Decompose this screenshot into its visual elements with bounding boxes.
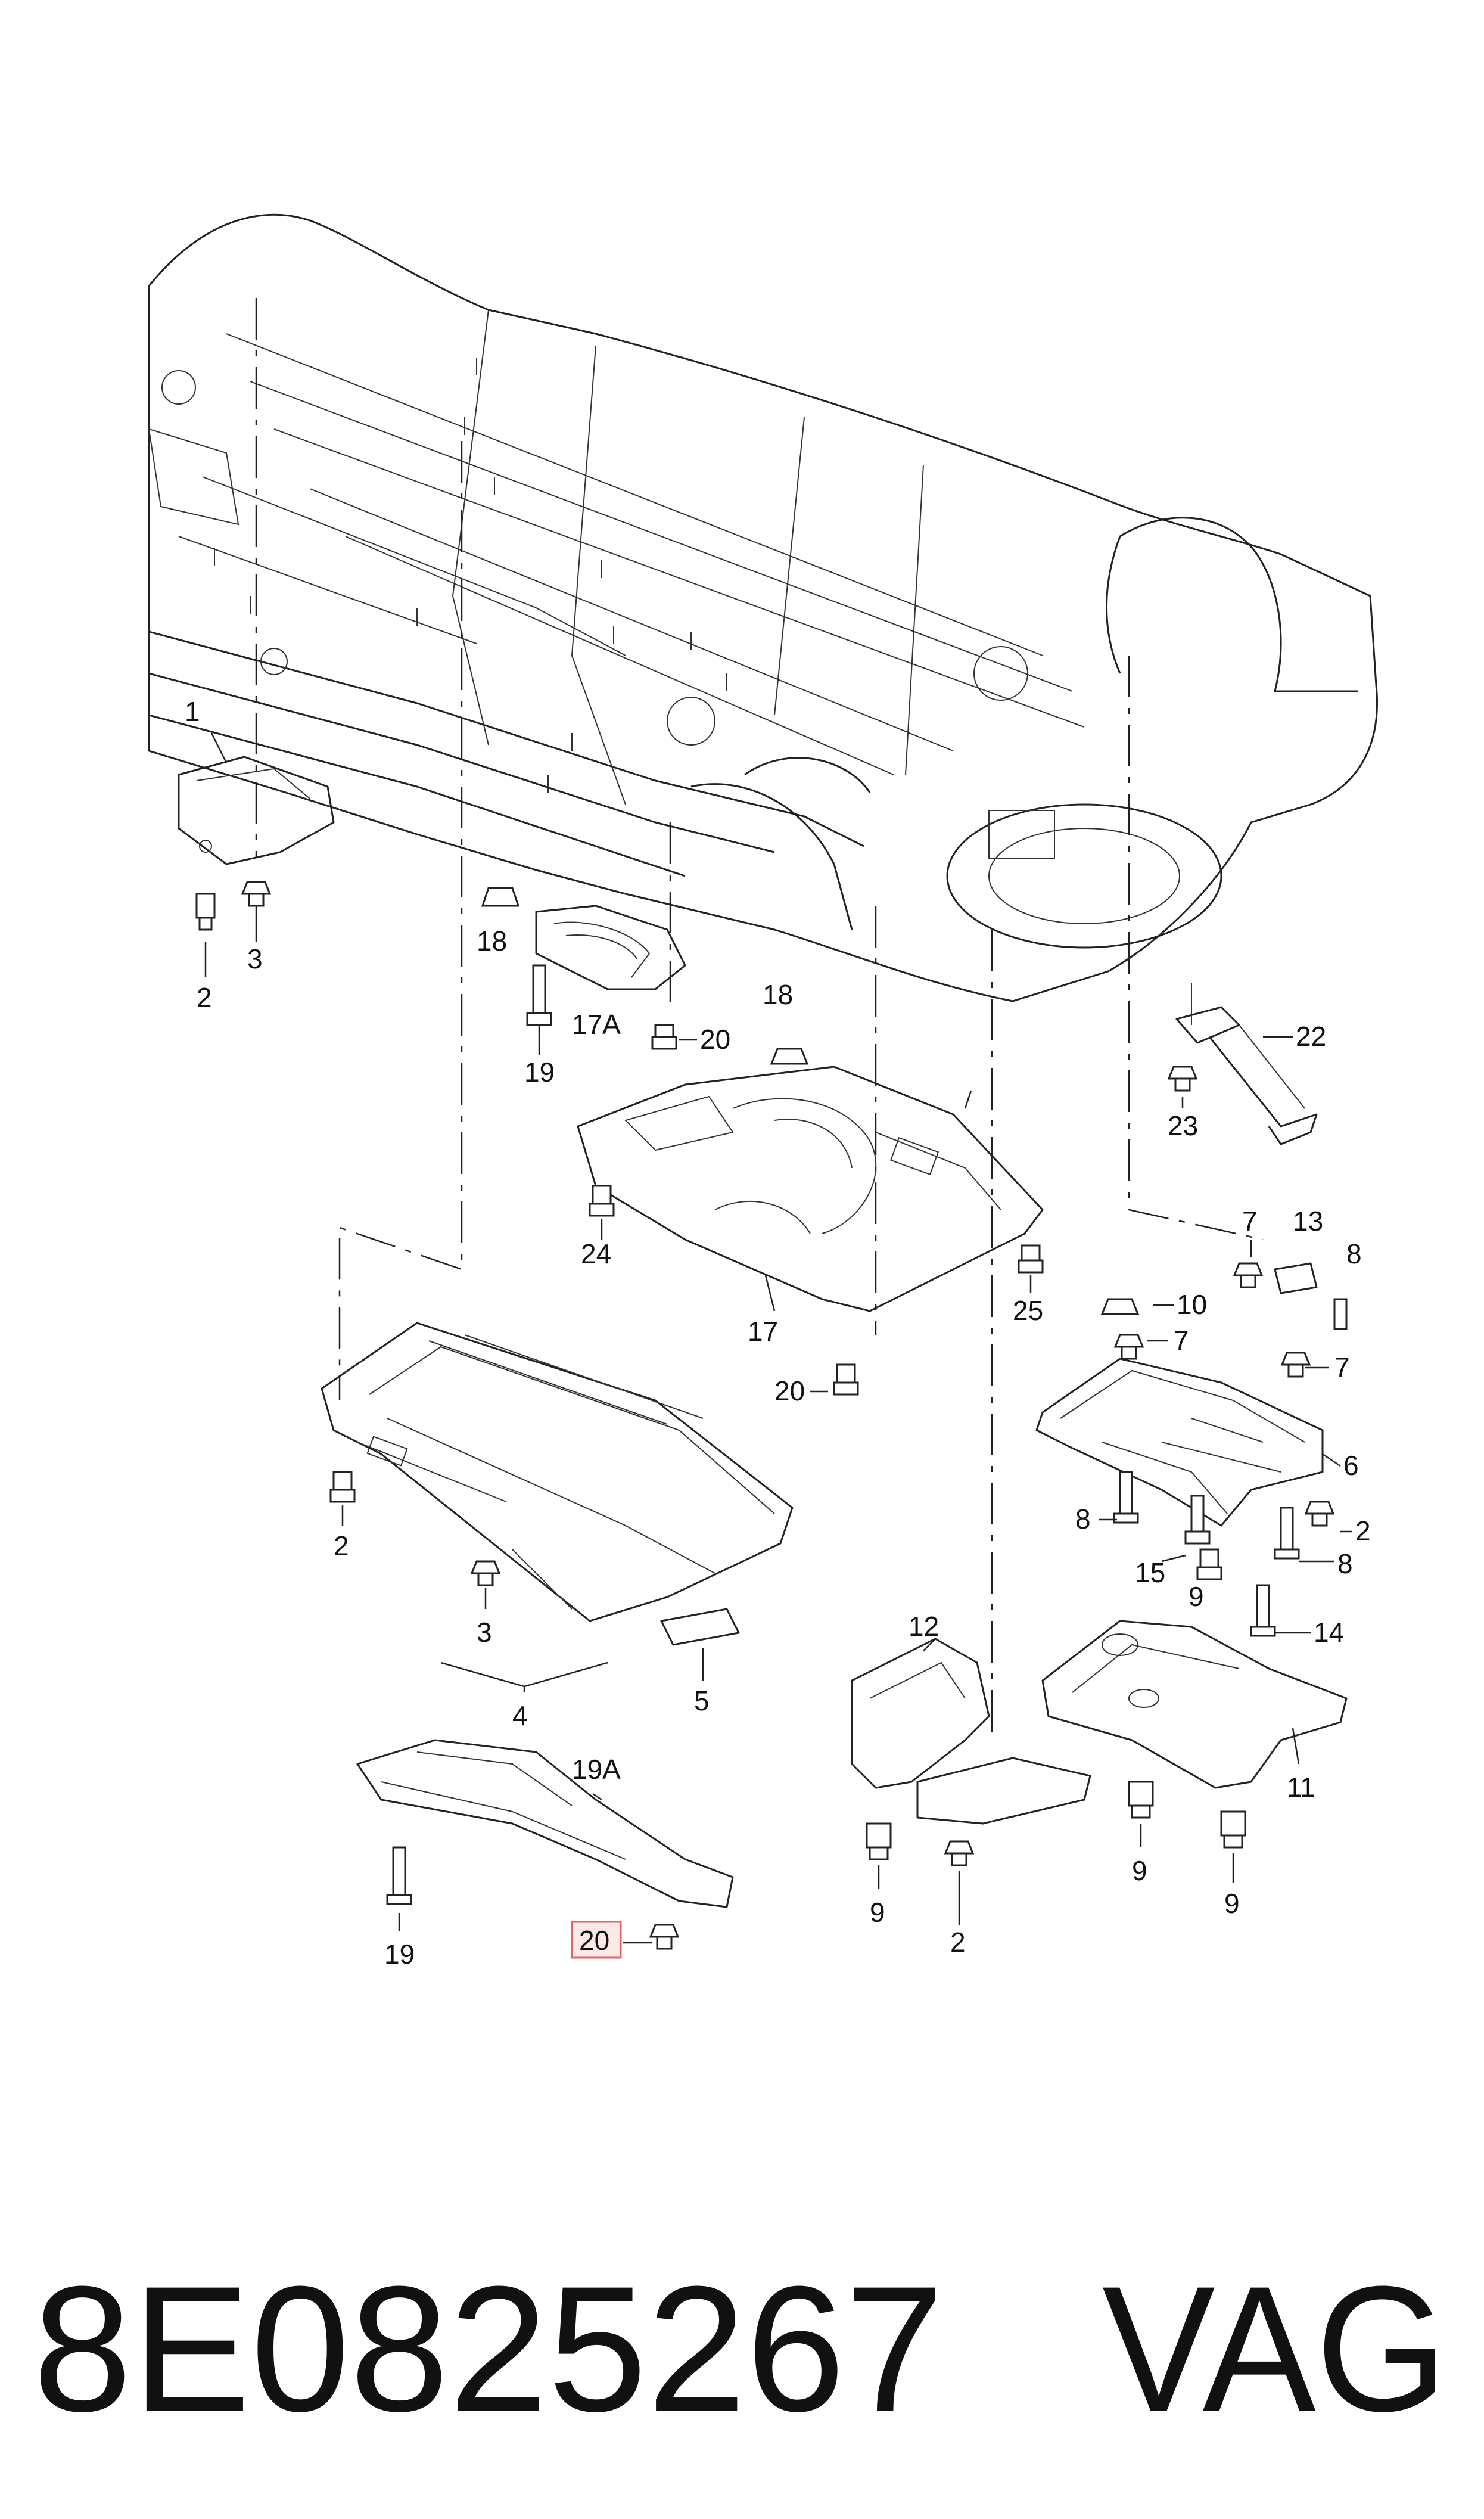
- callout-3: 3: [247, 943, 263, 974]
- callout-17A: 17A: [572, 1009, 621, 1040]
- callout-8: 8: [1075, 1504, 1091, 1535]
- part-17A-shield: [481, 887, 697, 1055]
- footer: 8E0825267 VAG: [33, 2248, 1448, 2449]
- callout-labels: 1 2 3 18 19 17A 20 18 24 17 20 25 22 23 …: [185, 696, 1371, 1970]
- callout-20: 20: [700, 1024, 730, 1055]
- callout-18: 18: [763, 979, 793, 1010]
- callout-20-highlight-box: [571, 1921, 622, 1959]
- part-22-bracket: [1167, 983, 1318, 1145]
- vehicle-underbody: [148, 213, 1378, 1002]
- callout-7: 7: [1242, 1206, 1258, 1237]
- leader-lines: [210, 298, 1264, 1740]
- callout-4: 4: [512, 1700, 528, 1731]
- callout-18: 18: [477, 925, 507, 956]
- callout-15: 15: [1135, 1557, 1165, 1588]
- callout-24: 24: [581, 1238, 611, 1269]
- callout-3: 3: [477, 1617, 492, 1648]
- callout-11: 11: [1287, 1772, 1315, 1803]
- part-4-shield: [321, 1322, 794, 1692]
- callout-19: 19: [384, 1939, 415, 1970]
- part-1-shield: [178, 756, 335, 977]
- callout-14: 14: [1314, 1617, 1344, 1648]
- callout-2: 2: [334, 1530, 349, 1561]
- callout-1: 1: [185, 696, 200, 727]
- part-12-11-shields: [851, 1620, 1348, 1925]
- callout-20-highlighted: 20: [579, 1925, 609, 1956]
- callout-12: 12: [909, 1611, 939, 1642]
- callout-20: 20: [774, 1375, 805, 1406]
- callout-25: 25: [1013, 1295, 1043, 1326]
- callout-9: 9: [1132, 1855, 1147, 1886]
- callout-19A: 19A: [572, 1754, 621, 1785]
- callout-23: 23: [1168, 1110, 1198, 1141]
- callout-5: 5: [694, 1685, 710, 1716]
- callout-19: 19: [524, 1057, 555, 1088]
- callout-6: 6: [1343, 1450, 1359, 1481]
- callout-10: 10: [1177, 1289, 1207, 1320]
- callout-8: 8: [1346, 1238, 1362, 1269]
- callout-8: 8: [1337, 1548, 1353, 1579]
- part-19A-shield: [356, 1739, 734, 1950]
- brand-name: VAG: [1102, 2248, 1448, 2449]
- callout-2: 2: [1355, 1515, 1371, 1546]
- callout-17: 17: [748, 1316, 778, 1347]
- callout-13: 13: [1293, 1206, 1323, 1237]
- callout-7: 7: [1174, 1325, 1189, 1356]
- callout-9: 9: [1189, 1581, 1204, 1612]
- part-number: 8E0825267: [33, 2248, 944, 2449]
- callout-2: 2: [197, 982, 212, 1013]
- callout-2: 2: [950, 1927, 966, 1958]
- callout-22: 22: [1296, 1021, 1326, 1052]
- callout-9: 9: [870, 1897, 885, 1928]
- part-6-shield: [1035, 1240, 1352, 1637]
- part-17-shield: [577, 1048, 1044, 1396]
- callout-7: 7: [1334, 1352, 1350, 1383]
- callout-9: 9: [1224, 1888, 1240, 1919]
